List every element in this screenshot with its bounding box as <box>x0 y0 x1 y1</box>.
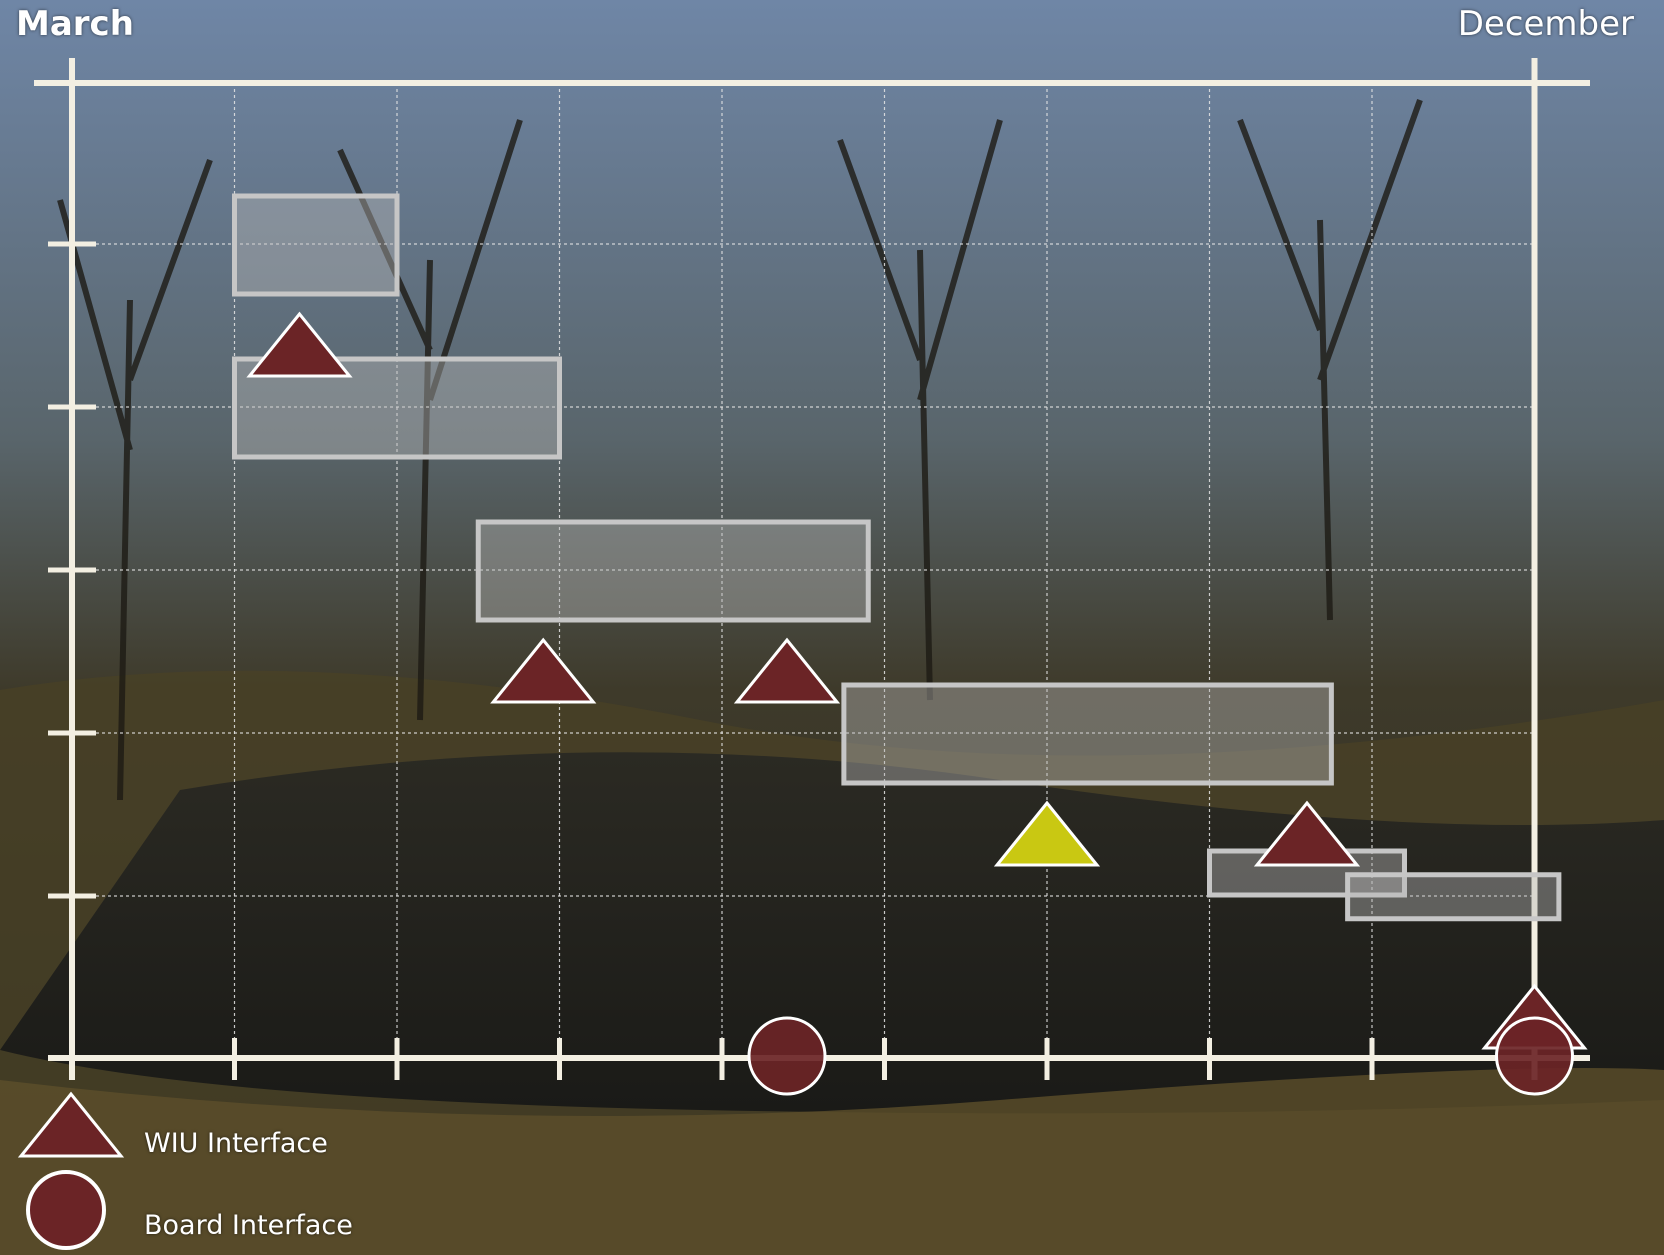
task-bar <box>475 519 871 623</box>
axes <box>34 58 1590 1080</box>
wiu-interface-marker <box>1253 800 1361 867</box>
start-month-label: March <box>16 4 134 44</box>
legend-wiu-label: WIU Interface <box>144 1128 328 1159</box>
task-bars <box>232 193 1562 922</box>
legend-board-label: Board Interface <box>144 1210 353 1241</box>
legend-wiu-triangle <box>17 1091 125 1158</box>
wiu-interface-marker <box>490 637 597 704</box>
task-bar <box>841 682 1334 786</box>
board-interface-marker <box>1495 1016 1574 1096</box>
legend-board-circle <box>26 1170 106 1250</box>
milestone-markers <box>246 311 1588 1096</box>
board-interface-marker <box>747 1016 827 1096</box>
wiu-interface-marker <box>993 800 1101 867</box>
wiu-interface-marker <box>733 637 841 704</box>
wiu-interface-marker <box>246 311 353 378</box>
task-bar <box>1345 872 1562 922</box>
end-month-label: December <box>1457 4 1634 44</box>
task-bar <box>232 193 400 297</box>
legend <box>17 1091 125 1250</box>
